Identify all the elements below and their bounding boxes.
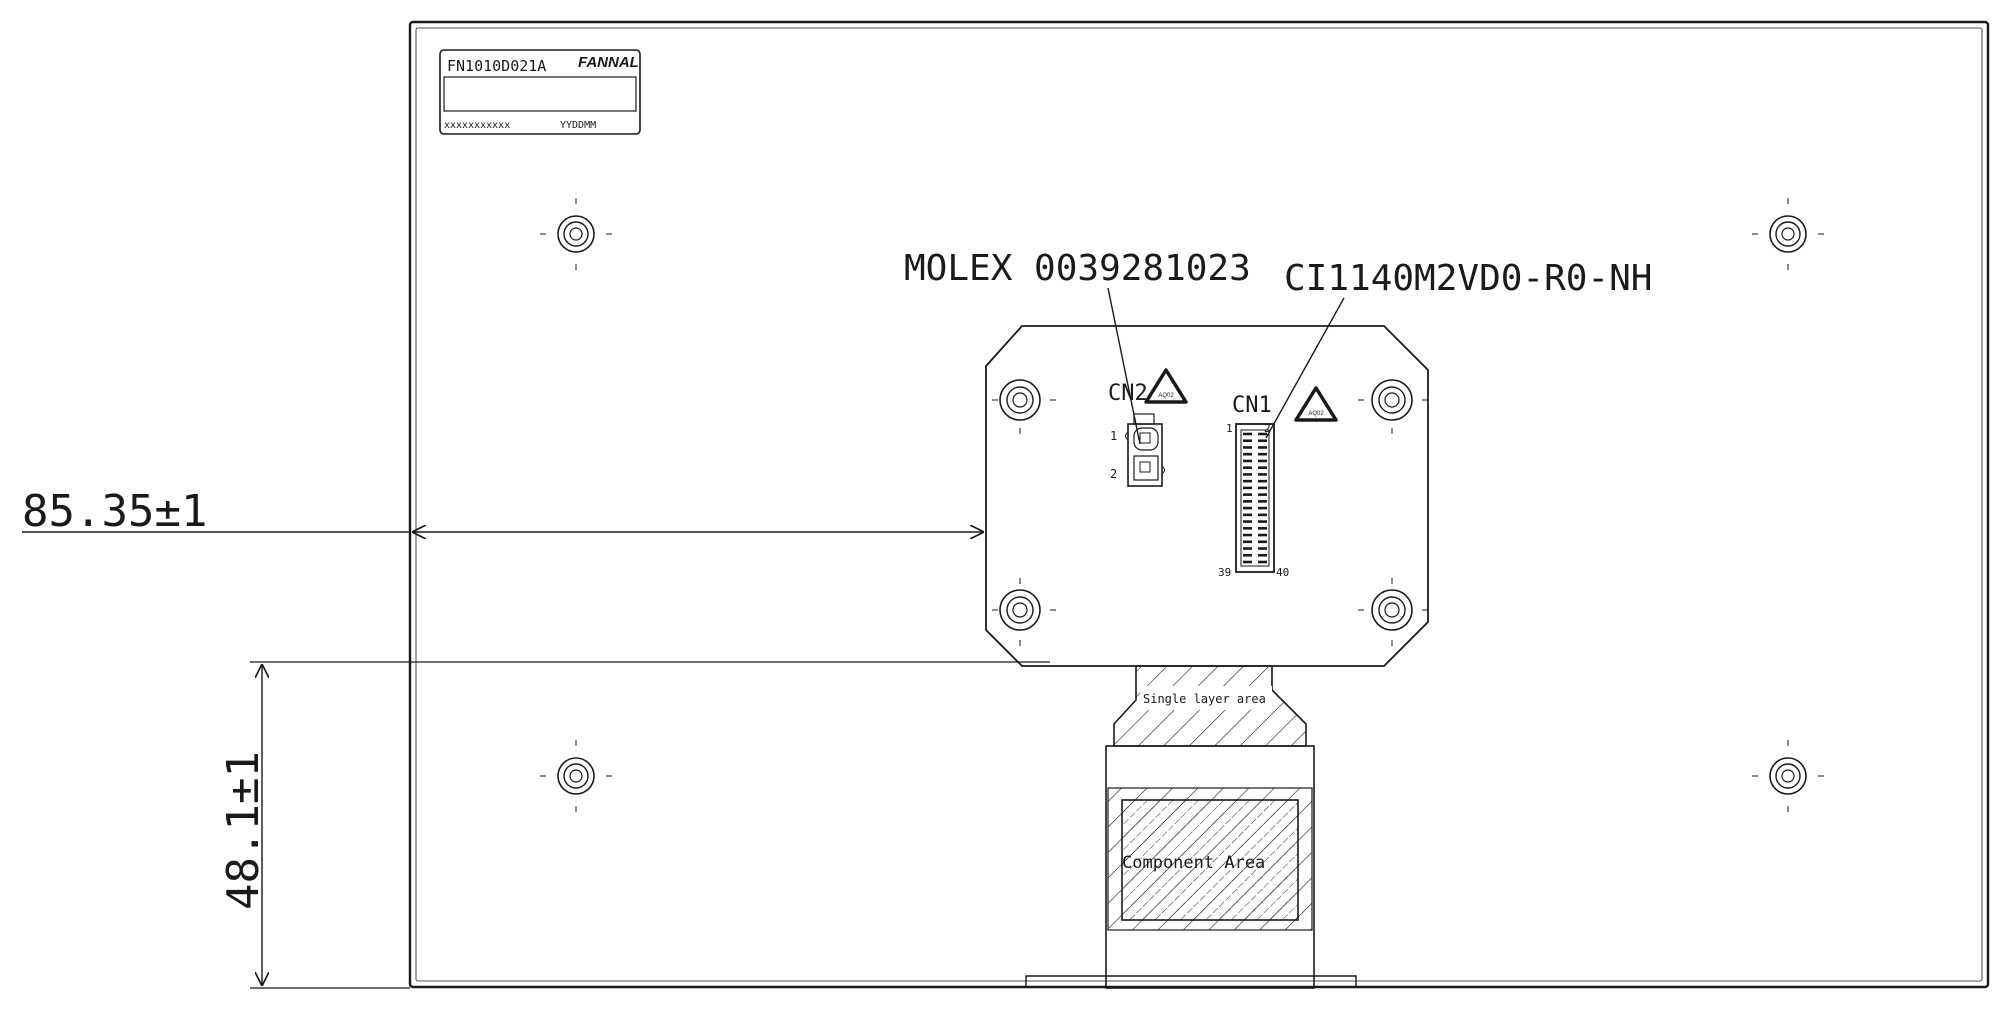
panel-outline xyxy=(408,20,1990,989)
callout-cn2: MOLEX 0039281023 xyxy=(904,248,1251,445)
dimension-vertical-value: 48.1±1 xyxy=(218,751,269,910)
cn1-pin-39: 39 xyxy=(1218,566,1231,579)
fpc-component-label: Component Area xyxy=(1122,853,1265,873)
mounting-hole-top-right xyxy=(1752,198,1824,270)
svg-text:AQ02: AQ02 xyxy=(1158,393,1174,399)
mounting-hole-bottom-right xyxy=(1752,740,1824,812)
pcb-hole-top-right xyxy=(1358,379,1428,434)
label-plate-barcode-area xyxy=(443,76,637,112)
cn2-pin-2: 2 xyxy=(1110,467,1117,481)
label-plate: FN1010D021A FANNAL xxxxxxxxxxx YYDDMM xyxy=(439,49,641,135)
fpc-component-area xyxy=(1121,799,1299,921)
mounting-hole-top-left xyxy=(540,198,612,270)
pcb-outline xyxy=(985,325,1429,667)
pcb-board xyxy=(985,325,1429,667)
mounting-holes xyxy=(540,198,1824,812)
fpc-cable: Single layer area Component Area xyxy=(1105,665,1315,989)
cn1-body xyxy=(1235,423,1275,573)
label-serial: xxxxxxxxxxx xyxy=(444,120,510,131)
fpc-tail xyxy=(1105,745,1315,989)
label-plate-frame xyxy=(439,49,641,135)
pcb-hole-top-left xyxy=(992,379,1056,434)
cn1-pins xyxy=(1243,432,1267,564)
cn1-pin-2: 2 xyxy=(1264,422,1271,435)
cn1-pin-40: 40 xyxy=(1276,566,1289,579)
mounting-hole-bottom-left xyxy=(540,740,612,812)
fpc-single-layer-label: Single layer area xyxy=(1143,692,1266,706)
cn1-warning-icon: AQ02 xyxy=(1294,386,1338,422)
dimension-horizontal-value: 85.35±1 xyxy=(22,486,207,537)
cn1-label: CN1 xyxy=(1232,393,1272,418)
cn1-pin-1: 1 xyxy=(1226,422,1233,435)
cn2-latch xyxy=(1133,413,1155,425)
callout-cn1-part: CI1140M2VD0-R0-NH xyxy=(1284,258,1652,299)
cn2-warning-icon: AQ02 xyxy=(1144,368,1188,404)
connector-cn1: CN1 AQ02 1 2 39 40 xyxy=(1218,386,1338,579)
label-brand-logo: FANNAL xyxy=(578,54,639,71)
pcb-hole-bottom-right xyxy=(1358,578,1428,646)
panel-bottom-tab xyxy=(1025,975,1357,988)
callout-cn1: CI1140M2VD0-R0-NH xyxy=(1265,258,1652,439)
label-date-code: YYDDMM xyxy=(560,120,596,131)
svg-text:AQ02: AQ02 xyxy=(1308,411,1324,417)
cn2-pin-1: 1 xyxy=(1110,429,1117,443)
label-part-number: FN1010D021A xyxy=(447,57,546,75)
dimension-vertical: 48.1±1 xyxy=(218,661,1050,989)
pcb-hole-bottom-left xyxy=(992,578,1056,646)
connector-cn2: CN2 AQ02 1 2 xyxy=(1108,368,1188,487)
callout-cn2-part: MOLEX 0039281023 xyxy=(904,248,1251,289)
dimension-horizontal: 85.35±1 xyxy=(22,486,984,537)
